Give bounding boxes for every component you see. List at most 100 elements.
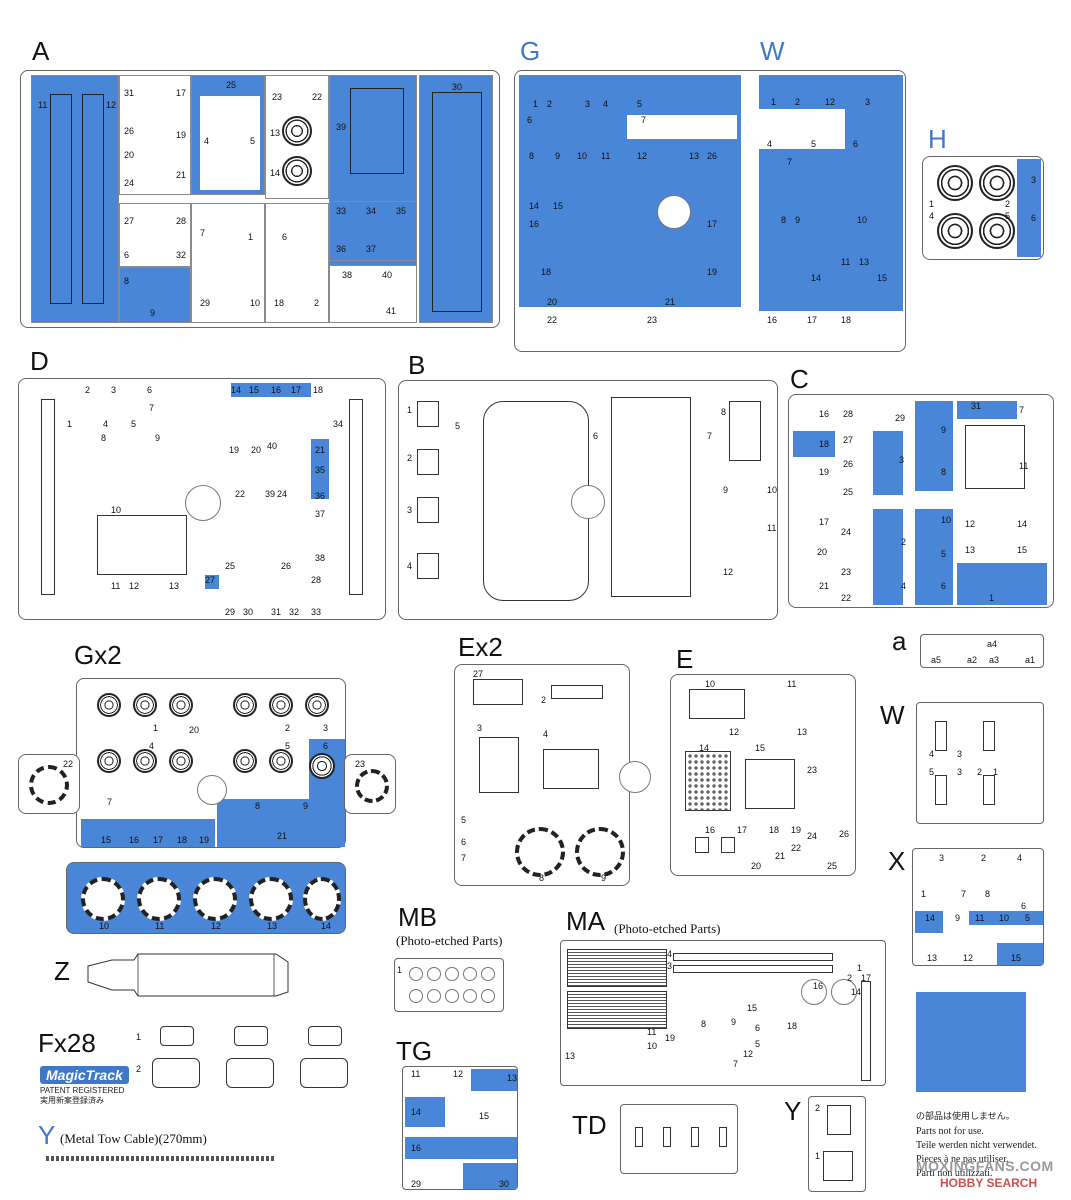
part-number: 1 (857, 963, 863, 973)
part-number: a1 (1025, 655, 1036, 665)
part-number: 1 (136, 1032, 142, 1042)
part-number: 21 (775, 851, 786, 861)
part-number: 29 (200, 298, 211, 308)
part-number: 28 (843, 409, 854, 419)
part-number: 34 (333, 419, 344, 429)
part-number: 7 (707, 431, 713, 441)
part-number: 1 (771, 97, 777, 107)
part-number: 23 (647, 315, 658, 325)
sprue-h: 1 2 3 4 5 6 (922, 156, 1044, 260)
part-number: 33 (336, 206, 347, 216)
part-number: 15 (249, 385, 260, 395)
part-number: 40 (267, 441, 278, 451)
part-number: 4 (929, 749, 935, 759)
part-number: 10 (577, 151, 588, 161)
part-number: 16 (411, 1143, 422, 1153)
part-cell: 8 9 (119, 267, 191, 323)
legend-line-2: Parts not for use. (916, 1126, 984, 1137)
sprue-sub-mb: (Photo-etched Parts) (396, 933, 503, 948)
part-number: 36 (315, 491, 326, 501)
sprue-label-x: X (888, 846, 906, 876)
part-number: 8 (539, 873, 545, 883)
part-number: 12 (723, 567, 734, 577)
part-number: 12 (637, 151, 648, 161)
part-number: 6 (282, 232, 288, 242)
part-number: 14 (1017, 519, 1028, 529)
part-number: 11 (767, 523, 777, 533)
part-number: 11 (647, 1027, 657, 1037)
part-number: 3 (585, 99, 591, 109)
part-number: 27 (205, 575, 216, 585)
part-number: 6 (1021, 901, 1027, 911)
sprue-label-a: A (32, 36, 50, 66)
sprue-label-h: H (928, 124, 947, 154)
part-number: 3 (407, 505, 413, 515)
part-number: 38 (342, 270, 353, 280)
part-number: 4 (929, 211, 935, 221)
part-number: 4 (1017, 853, 1023, 863)
part-number: 11 (601, 151, 611, 161)
sprue-label-ex2: Ex2 (458, 632, 503, 662)
part-number: 7 (461, 853, 467, 863)
part-cell: 27 28 6 32 (119, 203, 191, 267)
sprue-label-z: Z (54, 956, 70, 986)
part-number: 26 (839, 829, 850, 839)
part-number: 17 (153, 835, 164, 845)
part-number: 7 (733, 1059, 739, 1069)
part-number: 36 (336, 244, 347, 254)
part-number: 19 (819, 467, 830, 477)
part-number: 24 (807, 831, 818, 841)
part-number: 6 (147, 385, 153, 395)
cable-text: (Metal Tow Cable)(270mm) (60, 1131, 207, 1146)
part-number: 17 (707, 219, 718, 229)
part-number: 28 (176, 216, 187, 226)
part-number: 13 (507, 1073, 518, 1083)
part-number: 8 (721, 407, 727, 417)
sprue-td (620, 1104, 738, 1174)
part-number: 17 (737, 825, 748, 835)
part-number: 7 (200, 228, 206, 238)
part-number: 33 (311, 607, 322, 617)
part-number: 4 (543, 729, 549, 739)
part-number: 9 (731, 1017, 737, 1027)
part-number: 30 (452, 82, 463, 92)
part-number: 23 (807, 765, 818, 775)
part-number: 21 (176, 170, 187, 180)
part-number: 35 (315, 465, 326, 475)
part-number: 12 (211, 921, 222, 931)
part-number: 30 (243, 607, 254, 617)
part-number: 15 (1011, 953, 1022, 963)
part-number: 13 (270, 128, 281, 138)
sprue-g-w: 1 2 3 4 5 6 7 8 9 10 11 12 13 26 14 15 1… (514, 70, 906, 352)
part-number: 5 (929, 767, 935, 777)
part-number: 40 (382, 270, 393, 280)
part-number: 5 (755, 1039, 761, 1049)
sprue-w-panel: 1 2 12 3 4 5 6 7 8 9 10 11 13 14 15 16 1… (759, 75, 903, 347)
part-number: 27 (843, 435, 854, 445)
sprue-g-panel: 1 2 3 4 5 6 7 8 9 10 11 12 13 26 14 15 1… (519, 75, 741, 347)
part-number: 16 (529, 219, 540, 229)
part-number: 1 (929, 199, 935, 209)
part-number: 15 (479, 1111, 490, 1121)
part-number: 16 (129, 835, 140, 845)
part-number: 4 (767, 139, 773, 149)
part-number: 20 (251, 445, 262, 455)
part-number: 18 (177, 835, 188, 845)
part-number: 8 (941, 467, 947, 477)
part-number: 5 (811, 139, 817, 149)
part-number: 17 (819, 517, 830, 527)
part-number: 21 (277, 831, 288, 841)
part-number: 9 (723, 485, 729, 495)
sprue-a-small: a5 a2 a4 a3 a1 (920, 634, 1044, 668)
part-number: 39 (265, 489, 276, 499)
part-number: 2 (407, 453, 413, 463)
part-number: 32 (289, 607, 300, 617)
part-number: 14 (270, 168, 281, 178)
part-number: 12 (825, 97, 836, 107)
part-number: 15 (747, 1003, 758, 1013)
part-number: 20 (547, 297, 558, 307)
part-number: 37 (315, 509, 326, 519)
part-number: 4 (103, 419, 109, 429)
part-number: 2 (85, 385, 91, 395)
part-number: 1 (533, 99, 539, 109)
